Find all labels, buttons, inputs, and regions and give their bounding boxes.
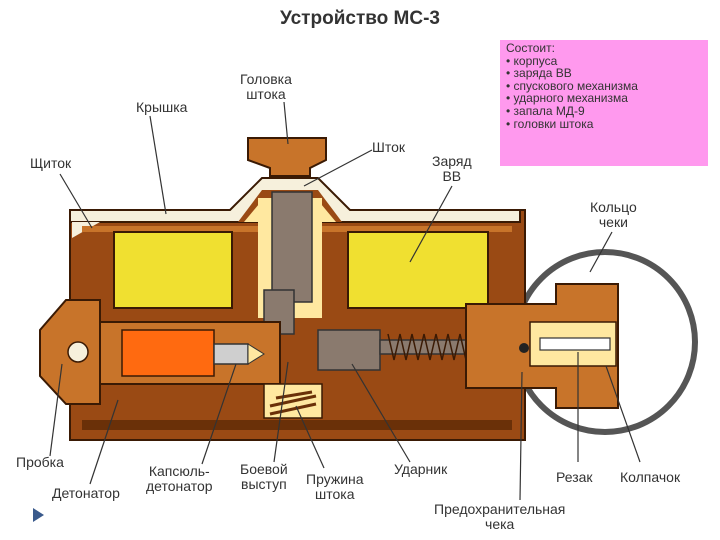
label-shield: Щиток [30, 156, 71, 171]
detonator-cap [214, 344, 248, 364]
stem-head [248, 138, 326, 176]
label-stem: Шток [372, 140, 405, 155]
charge-right [348, 232, 488, 308]
plug-hole [68, 342, 88, 362]
label-safety-pin: Предохранительная чека [434, 502, 565, 532]
cutter-slot [540, 338, 610, 350]
label-cap: Колпачок [620, 470, 680, 485]
label-stem-spring: Пружина штока [306, 472, 364, 502]
label-firing-lug: Боевой выступ [240, 462, 288, 492]
charge-left [114, 232, 232, 308]
label-striker: Ударник [394, 462, 447, 477]
safety-pin-hole [519, 343, 529, 353]
next-slide-arrow-icon[interactable] [33, 508, 44, 522]
label-plug: Пробка [16, 455, 64, 470]
label-cutter: Резак [556, 470, 593, 485]
detonator-charge [122, 330, 214, 376]
label-detonator-cap: Капсюль- детонатор [146, 464, 213, 494]
label-pin-ring: Кольцо чеки [590, 200, 637, 230]
label-detonator: Детонатор [52, 486, 120, 501]
label-charge: Заряд ВВ [432, 154, 472, 184]
label-cover: Крышка [136, 100, 187, 115]
striker-body [318, 330, 380, 370]
stem-spring [264, 384, 322, 418]
stem [272, 192, 312, 302]
label-stem-head: Головка штока [240, 72, 292, 102]
